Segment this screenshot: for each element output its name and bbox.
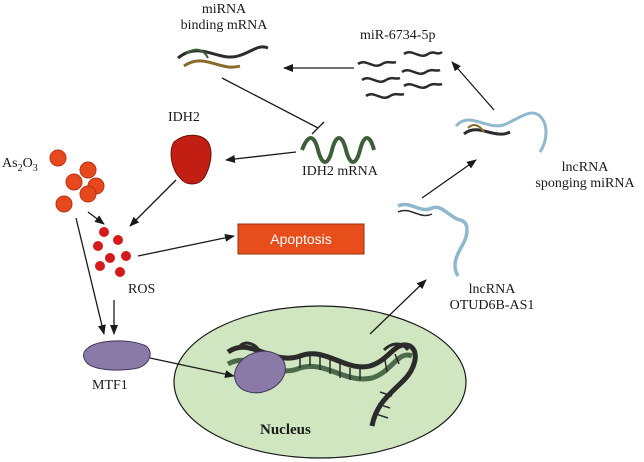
label-mtf1: MTF1 <box>92 378 128 393</box>
arrow-mtf1-to-nucleus <box>149 357 235 379</box>
label-lncrna-sponging-line1: lncRNA <box>561 160 609 175</box>
as2o3-base1: As <box>2 156 18 171</box>
lncrna-sponging-strand <box>454 111 548 153</box>
label-ros: ROS <box>128 282 156 297</box>
apoptosis-box <box>237 223 365 255</box>
label-nucleus: Nucleus <box>260 422 311 438</box>
label-lncrna-sponging-line2: sponging miRNA <box>535 176 635 191</box>
arrow-mrna-to-idh2 <box>225 151 297 163</box>
label-lncrna-otud-line2: OTUD6B-AS1 <box>449 298 535 313</box>
arrow-otud-to-sponging <box>421 159 477 199</box>
label-idh2: IDH2 <box>168 110 200 125</box>
label-idh2-mrna: IDH2 mRNA <box>302 164 378 179</box>
label-lncrna-otud: lncRNA OTUD6B-AS1 <box>444 282 540 314</box>
mirna-binding-mrna-strand <box>177 45 269 69</box>
arrows <box>75 61 495 379</box>
label-mirna-binding-line1: miRNA <box>201 2 247 17</box>
label-lncrna-sponging: lncRNA sponging miRNA <box>530 160 640 192</box>
label-mir6734: miR-6734-5p <box>360 28 436 43</box>
label-mirna-binding-line2: binding mRNA <box>180 18 268 33</box>
idh2-mrna-strand <box>300 136 376 164</box>
arrow-sponging-to-mir <box>451 61 495 111</box>
inhibition-mirna-idh2 <box>221 77 325 135</box>
as2o3-base2: O <box>22 156 33 171</box>
apoptosis-label: Apoptosis <box>270 231 332 247</box>
as2o3-sub2: 3 <box>32 162 38 174</box>
arrow-as2o3-to-ros <box>87 211 105 225</box>
as2o3-particles <box>49 149 105 213</box>
arrow-idh2-to-ros <box>129 179 177 227</box>
arrow-ros-to-apoptosis <box>137 233 235 257</box>
as2o3-sub1: 2 <box>17 162 23 174</box>
label-as2o3: As2O3 <box>2 156 38 177</box>
mir6734-strands <box>357 50 443 99</box>
label-mirna-binding: miRNA binding mRNA <box>164 2 284 34</box>
arrow-nucleus-to-otud <box>369 279 427 335</box>
lncrna-otud6b-strand <box>397 202 469 277</box>
idh2-protein <box>170 134 212 185</box>
mtf1-shape <box>83 340 151 371</box>
arrow-as2o3-to-mtf1 <box>75 217 106 335</box>
label-lncrna-otud-line1: lncRNA <box>468 282 516 297</box>
mtf1-in-nucleus <box>234 350 286 394</box>
ros-dots <box>93 227 131 277</box>
nucleus-ellipse <box>173 305 467 459</box>
lncrna-otud6b-backbone <box>397 209 433 217</box>
